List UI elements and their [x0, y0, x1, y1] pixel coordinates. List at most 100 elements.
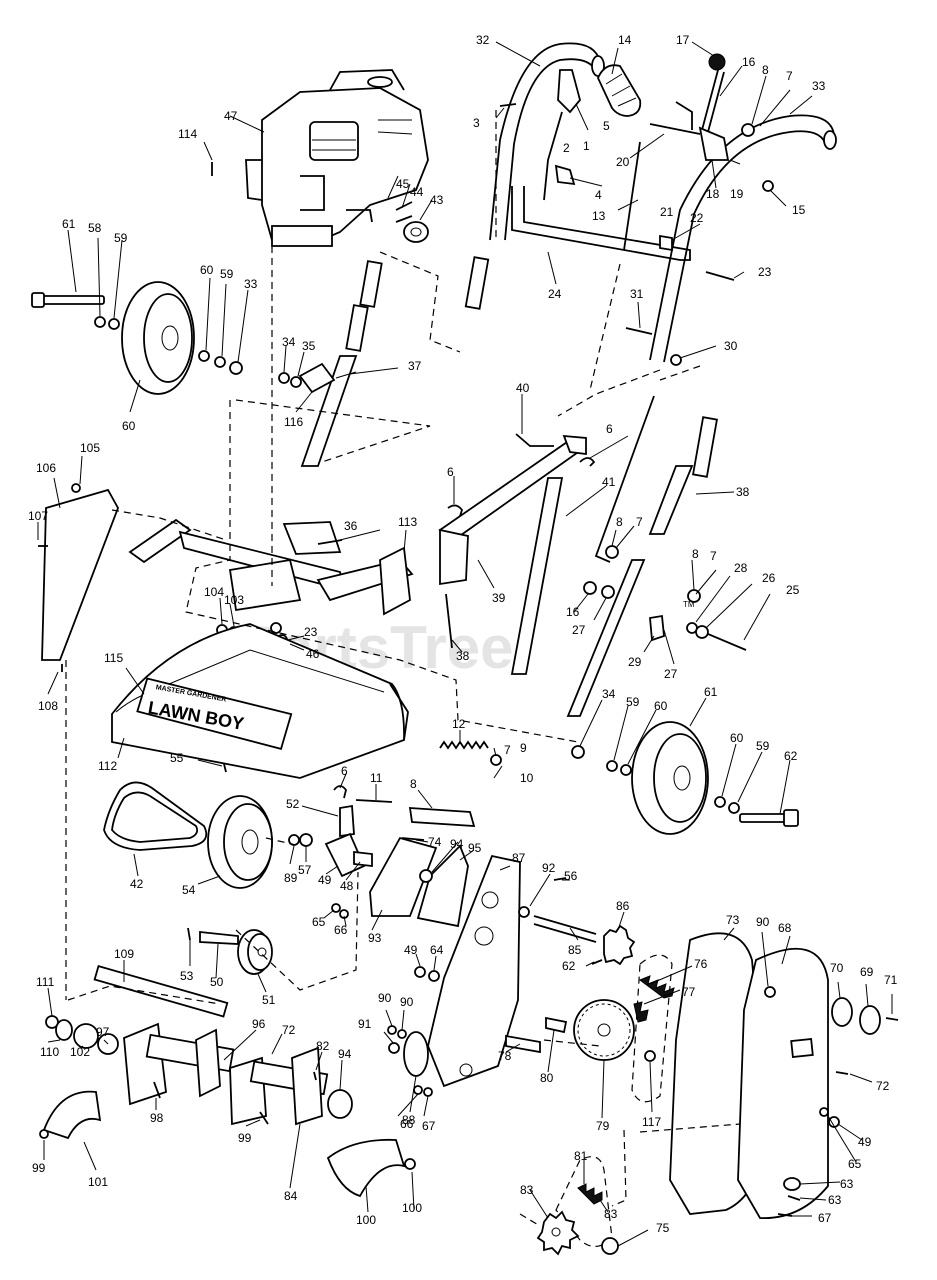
callout-66: 66: [400, 1117, 414, 1131]
callout-18: 17: [676, 33, 690, 47]
callout-numbers: 1 2 3 4 5 6 6 6 7 7 7 7 8 8 8 8 9 10 11 …: [28, 33, 898, 1235]
case-hole-3: [459, 1063, 473, 1077]
callout-40: 39: [492, 591, 506, 605]
callout-54: 53: [180, 969, 194, 983]
callout-30: 29: [628, 655, 642, 669]
callout-70: 69: [860, 965, 874, 979]
callout-3: 3: [473, 116, 480, 130]
shaft-86-b: [533, 923, 597, 943]
right-handle: [649, 114, 837, 363]
trademark: TM: [683, 600, 695, 609]
callout-94: 93: [368, 931, 382, 945]
callout-2: 2: [563, 141, 570, 155]
callout-38: 38: [736, 485, 750, 499]
callout-23: 22: [690, 211, 704, 225]
tine-hub-85: [291, 1046, 323, 1126]
callout-72: 72: [282, 1023, 296, 1037]
sprocket-80: [573, 999, 635, 1061]
callout-36: 35: [302, 339, 316, 353]
grip-15: [597, 64, 642, 117]
callout-114: 113: [398, 515, 417, 529]
callout-104: 103: [224, 593, 244, 607]
bolt-99-left: [153, 1081, 161, 1099]
clip-6-b: [579, 457, 596, 467]
spring-13: [439, 740, 489, 750]
callout-76: 75: [656, 1221, 670, 1235]
callout-22: 21: [660, 205, 674, 219]
callout-8: 8: [762, 63, 769, 77]
pin-57: [553, 877, 567, 881]
callout-60: 60: [730, 731, 744, 745]
callout-25: 24: [548, 287, 562, 301]
flange-89: [403, 1031, 429, 1077]
arm-9: [408, 807, 476, 827]
bolt-32: [625, 327, 653, 335]
callout-29: 28: [734, 561, 748, 575]
callout-79: 78: [498, 1049, 512, 1063]
handle-tube-right: [648, 416, 718, 535]
leader-lines: [37, 41, 893, 1247]
callout-72: 71: [884, 973, 898, 987]
chain-loop-lower: [555, 1156, 613, 1248]
nut-100-left: [39, 1129, 49, 1139]
cover-window: [790, 1038, 814, 1058]
callout-61: 61: [704, 685, 718, 699]
case-hole-2: [474, 926, 494, 946]
callout-90: 90: [400, 995, 414, 1009]
callout-96: 95: [468, 841, 482, 855]
rod-39: [445, 593, 453, 649]
bolt-26: [707, 633, 747, 651]
pin-83-left: [313, 1071, 317, 1081]
callout-80: 79: [596, 1119, 610, 1133]
callout-27: 27: [572, 623, 586, 637]
callout-9: 8: [410, 777, 417, 791]
callout-55: 54: [182, 883, 196, 897]
bearing-118: [644, 1050, 656, 1062]
callout-113: 112: [98, 759, 117, 773]
bushing-111: [55, 1019, 73, 1041]
chain-loop-upper: [631, 954, 673, 1103]
callout-103: 102: [70, 1045, 90, 1059]
throttle-lever: [543, 69, 581, 201]
callout-62: 62: [784, 749, 798, 763]
shaft-51: [199, 931, 239, 945]
left-handle: [489, 42, 605, 241]
callout-99: 98: [150, 1111, 164, 1125]
washer-92: [388, 1042, 400, 1054]
callout-97: 96: [252, 1017, 266, 1031]
callout-6: 6: [447, 465, 454, 479]
washer-65-cover: [819, 1107, 829, 1117]
washer-65-case: [428, 970, 440, 982]
chain-82: [577, 1183, 603, 1205]
callout-67: 66: [334, 923, 348, 937]
bail-25: [511, 186, 691, 261]
bearing-103: [73, 1023, 99, 1049]
callout-41: 40: [516, 381, 530, 395]
callout-90: 90: [756, 915, 770, 929]
callout-68: 67: [818, 1211, 832, 1225]
washer-36: [290, 376, 302, 388]
callout-59: 59: [220, 267, 234, 281]
callout-11: 10: [520, 771, 534, 785]
callout-48: 47: [224, 109, 238, 123]
hood-113: [111, 623, 409, 779]
callout-60: 60: [200, 263, 214, 277]
callout-60: 60: [654, 699, 668, 713]
spacer-94: [327, 1089, 353, 1119]
callout-16: 16: [566, 605, 580, 619]
bolt-54: [187, 927, 191, 941]
callout-105: 104: [204, 585, 224, 599]
callout-92: 91: [358, 1017, 372, 1031]
callout-84: 83: [520, 1183, 534, 1197]
callout-17: 16: [742, 55, 756, 69]
case-hole-1: [481, 891, 499, 909]
callout-19: 18: [706, 187, 720, 201]
strap-42: [510, 477, 564, 675]
callout-71: 70: [830, 961, 844, 975]
callout-1: 1: [583, 139, 590, 153]
callout-107: 106: [36, 461, 56, 475]
tine-102: [42, 1090, 102, 1140]
callout-24: 23: [758, 265, 772, 279]
chain-case-88: [427, 854, 521, 1088]
callout-33: 33: [812, 79, 826, 93]
